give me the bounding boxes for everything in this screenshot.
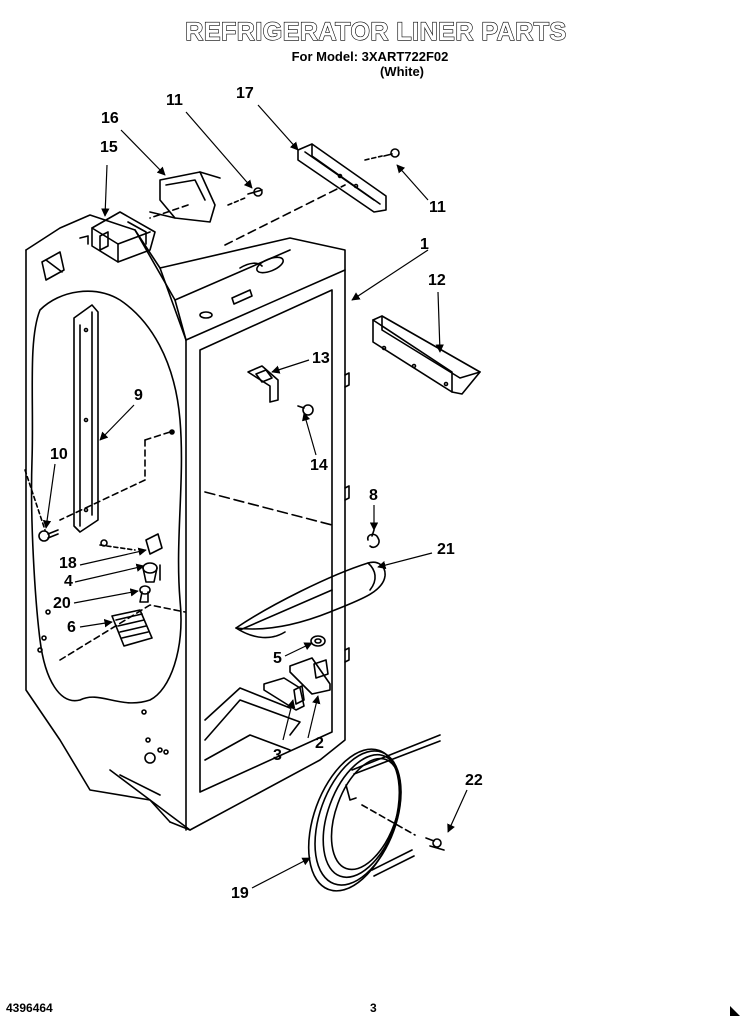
part-8-clip <box>366 529 380 549</box>
callout-6: 6 <box>67 619 76 636</box>
callout-13: 13 <box>312 350 330 367</box>
page-number: 3 <box>370 1001 377 1015</box>
page-title: REFRIGERATOR LINER PARTS <box>185 17 567 46</box>
part-11-screw-top <box>227 187 263 206</box>
color-line: (White) <box>379 64 425 79</box>
part-11-screw-right <box>364 148 400 161</box>
model-line: For Model: 3XART722F02 <box>291 49 449 64</box>
part-16-cover <box>149 171 221 223</box>
part-3-plate <box>263 677 305 711</box>
callout-5: 5 <box>273 650 282 667</box>
part-17-bracket <box>297 143 387 213</box>
callout-21: 21 <box>437 541 455 558</box>
callout-10: 10 <box>50 446 68 463</box>
doc-number: 4396464 <box>6 1001 53 1015</box>
callout-22: 22 <box>465 772 483 789</box>
part-14-screw <box>297 404 314 416</box>
part-19-tubing <box>307 734 441 892</box>
callout-16: 16 <box>101 110 119 127</box>
part-2-plate <box>289 657 331 695</box>
part-15-housing <box>79 211 156 263</box>
callout-14: 14 <box>310 457 328 474</box>
callout-2: 2 <box>315 735 324 752</box>
liner-cabinet <box>25 214 350 831</box>
callout-11-top: 11 <box>166 92 183 109</box>
callout-11-right: 11 <box>429 199 446 216</box>
part-22-screw <box>425 837 445 851</box>
callout-17: 17 <box>236 85 254 102</box>
callout-3: 3 <box>273 747 282 764</box>
callout-18: 18 <box>59 555 77 572</box>
corner-mark <box>730 1003 740 1016</box>
callout-1: 1 <box>420 236 429 253</box>
callout-19: 19 <box>231 885 249 902</box>
part-10-screw <box>38 529 59 542</box>
callout-12: 12 <box>428 272 446 289</box>
light-assembly <box>99 533 163 603</box>
callout-4: 4 <box>64 573 73 590</box>
part-5-grommet <box>310 635 326 647</box>
part-13-bracket <box>247 365 279 403</box>
callout-8: 8 <box>369 487 378 504</box>
leader-lines <box>42 104 468 889</box>
callout-20: 20 <box>53 595 71 612</box>
part-21-cover <box>235 561 386 639</box>
part-9-channel <box>73 304 99 533</box>
callout-9: 9 <box>134 387 143 404</box>
callout-15: 15 <box>100 139 118 156</box>
part-12-channel <box>372 315 481 395</box>
